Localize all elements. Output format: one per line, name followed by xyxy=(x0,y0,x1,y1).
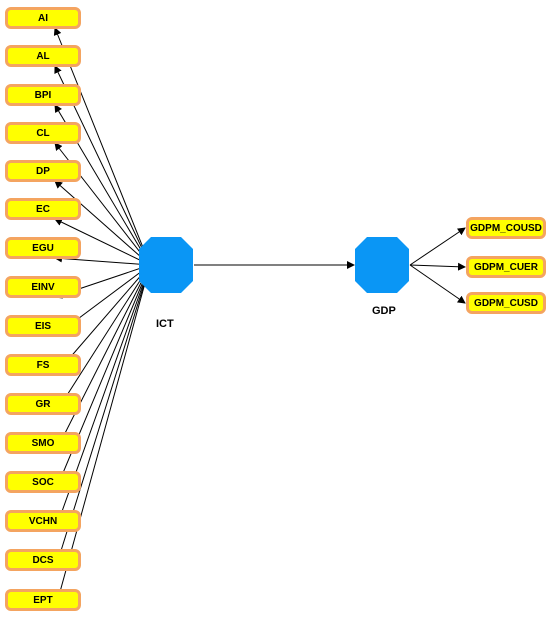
indicator-gdpm_cuer[interactable]: GDPM_CUER xyxy=(466,256,546,278)
edge-ict-gr xyxy=(54,264,151,415)
gdp-label: GDP xyxy=(372,305,396,317)
edge-ict-smo xyxy=(54,264,151,454)
edge-ict-ai xyxy=(53,27,151,266)
edge-ict-dp xyxy=(54,180,151,266)
indicator-gdpm_cusd[interactable]: GDPM_CUSD xyxy=(466,292,546,314)
gdp-latent-octagon-icon[interactable] xyxy=(355,237,409,293)
indicator-ec[interactable]: EC xyxy=(5,198,81,220)
indicator-bpi[interactable]: BPI xyxy=(5,84,81,106)
indicator-fs[interactable]: FS xyxy=(5,354,81,376)
edge-gdp-gdpm_cusd xyxy=(409,264,466,304)
indicator-al[interactable]: AL xyxy=(5,45,81,67)
indicator-einv[interactable]: EINV xyxy=(5,276,81,298)
indicator-vchn[interactable]: VCHN xyxy=(5,510,81,532)
edge-gdp-gdpm_cuer xyxy=(409,262,466,271)
edge-gdp-gdpm_cousd xyxy=(409,227,466,266)
edge-ict-ec xyxy=(54,218,151,266)
indicator-dcs[interactable]: DCS xyxy=(5,549,81,571)
indicator-ai[interactable]: AI xyxy=(5,7,81,29)
indicator-egu[interactable]: EGU xyxy=(5,237,81,259)
ict-latent-octagon-icon[interactable] xyxy=(139,237,193,293)
indicator-dp[interactable]: DP xyxy=(5,160,81,182)
indicator-gdpm_cousd[interactable]: GDPM_COUSD xyxy=(466,217,546,239)
ict-label: ICT xyxy=(156,318,174,330)
indicator-soc[interactable]: SOC xyxy=(5,471,81,493)
indicator-cl[interactable]: CL xyxy=(5,122,81,144)
edge-ict-egu xyxy=(54,254,151,266)
indicator-ept[interactable]: EPT xyxy=(5,589,81,611)
indicator-smo[interactable]: SMO xyxy=(5,432,81,454)
indicator-gr[interactable]: GR xyxy=(5,393,81,415)
edge-ict-soc xyxy=(54,264,151,493)
indicator-eis[interactable]: EIS xyxy=(5,315,81,337)
